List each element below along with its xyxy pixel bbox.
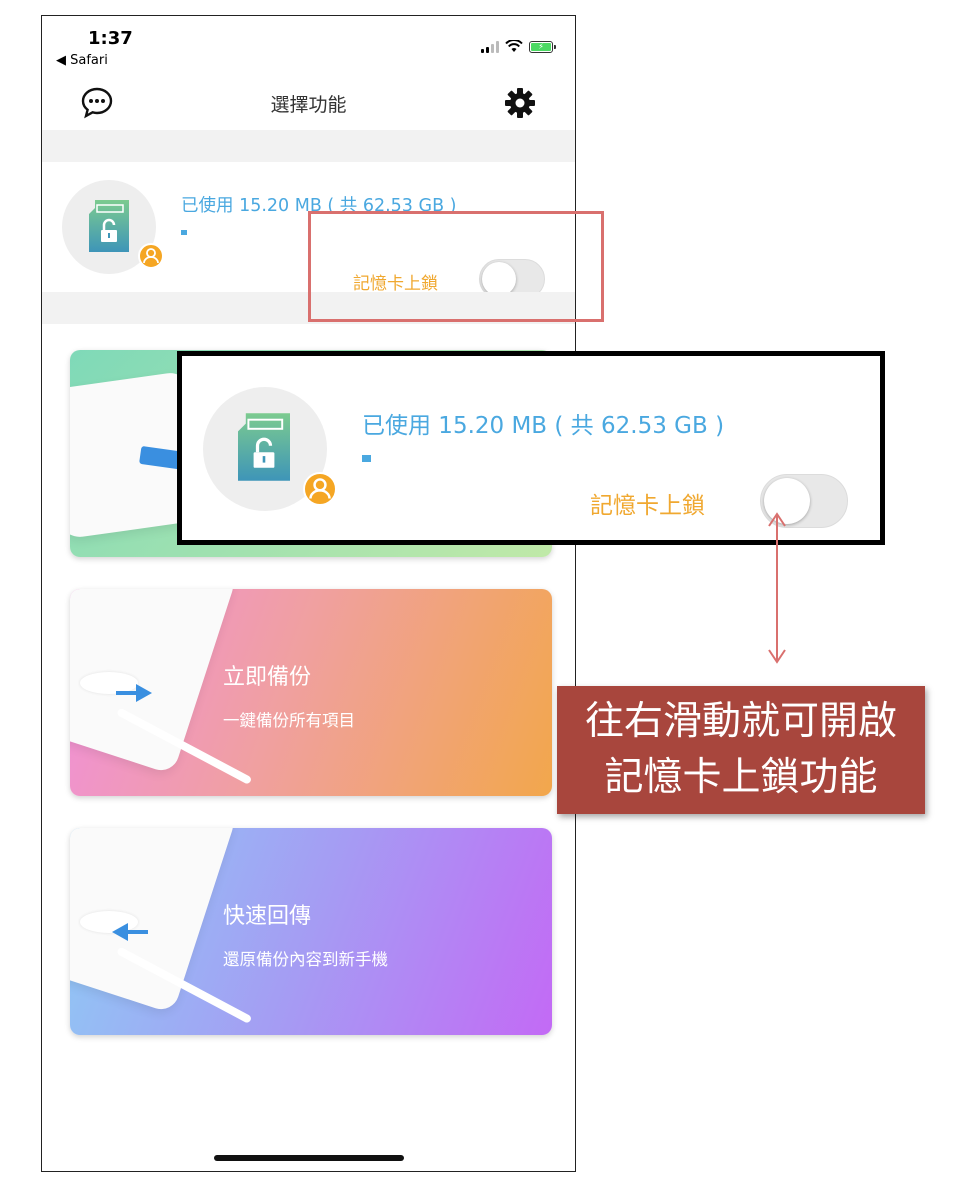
storage-usage-bar [181,230,187,235]
memory-card-lock-toggle[interactable] [760,474,848,528]
sd-card-avatar [62,180,164,274]
arrow-right-icon [116,684,152,702]
sd-card-unlock-icon [89,200,129,252]
signal-icon [481,40,499,53]
function-title: 立即備份 [223,665,312,690]
user-badge [303,472,337,506]
divider-band [42,130,575,162]
user-icon [143,248,159,264]
user-badge [138,243,164,269]
swipe-arrow-icon [768,512,786,664]
status-icons: ⚡ [481,40,556,53]
phone-screen: 1:37 ◀ Safari ⚡ 選擇功能 [41,15,576,1172]
status-time: 1:37 [88,28,133,49]
gear-icon[interactable] [503,86,537,120]
callout-line-2: 記憶卡上鎖功能 [604,755,878,800]
memory-card-lock-label: 記憶卡上鎖 [590,493,705,519]
function-card-restore[interactable]: 快速回傳 還原備份內容到新手機 [70,828,552,1035]
user-icon [309,478,331,499]
sd-card-avatar [203,387,337,511]
battery-charging-icon: ⚡ [531,42,551,51]
sd-card-unlock-icon [238,413,290,481]
storage-usage-bar [362,455,371,462]
function-subtitle: 一鍵備份所有項目 [223,711,355,730]
memory-card-lock-toggle[interactable] [479,259,545,299]
instruction-callout: 往右滑動就可開啟 記憶卡上鎖功能 [557,686,925,814]
callout-line-1: 往右滑動就可開啟 [584,699,897,744]
port-illustration [80,672,138,694]
function-title: 快速回傳 [223,904,312,929]
toggle-knob [764,478,810,524]
page-title: 選擇功能 [270,94,347,116]
battery-icon: ⚡ [529,40,556,53]
function-card-backup[interactable]: 立即備份 一鍵備份所有項目 [70,589,552,796]
arrow-left-icon [112,923,148,941]
highlight-box [308,211,604,322]
wifi-icon [505,40,523,52]
chat-bubble-icon[interactable] [80,86,114,120]
home-indicator[interactable] [214,1155,404,1161]
memory-card-lock-label: 記憶卡上鎖 [353,274,438,294]
back-to-safari[interactable]: ◀ Safari [56,53,108,68]
nav-bar: 選擇功能 [42,78,575,128]
function-subtitle: 還原備份內容到新手機 [223,950,388,969]
toggle-knob [482,262,516,296]
zoom-detail-box: 已使用 15.20 MB ( 共 62.53 GB ) 記憶卡上鎖 [177,351,885,545]
storage-usage-text: 已使用 15.20 MB ( 共 62.53 GB ) [362,413,725,439]
